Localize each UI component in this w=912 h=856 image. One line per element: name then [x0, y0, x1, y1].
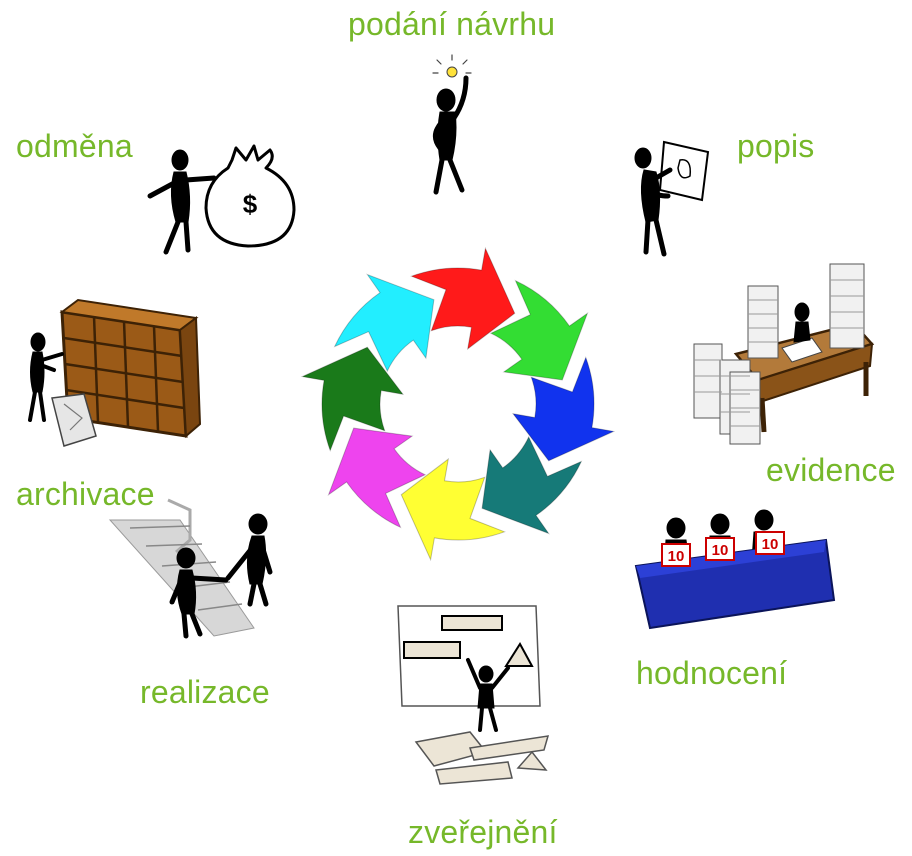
cycle-arrow-magenta [327, 427, 427, 529]
cycle-arrow-yellow [400, 457, 506, 562]
cycle-arrow-dark-green [300, 346, 405, 452]
step-label-realizace: realizace [140, 674, 270, 710]
cycle-arrow-green [489, 279, 589, 381]
presentation-board-icon [397, 605, 550, 785]
score-card-text: 10 [762, 536, 779, 553]
step-label-podani-navrhu: podání návrhu [348, 6, 556, 42]
score-card-text: 10 [712, 542, 729, 559]
paper-stacks-desk-icon [693, 263, 875, 445]
money-symbol: $ [243, 189, 258, 219]
cycle-arrow-blue [511, 356, 616, 462]
step-label-archivace: archivace [16, 476, 155, 512]
document-figure-icon [634, 140, 710, 257]
step-label-popis: popis [737, 128, 815, 164]
cycle-arrows [300, 246, 616, 562]
cycle-arrow-red [410, 246, 516, 351]
step-label-evidence: evidence [766, 452, 896, 488]
cycle-arrow-teal [481, 435, 583, 535]
jury-table-icon [634, 509, 836, 630]
cycle-arrow-cyan [333, 273, 435, 373]
step-label-hodnoceni: hodnocení [636, 655, 788, 691]
handshake-road-icon [108, 498, 273, 639]
archive-shelf-icon [28, 298, 202, 447]
score-card-text: 10 [668, 548, 685, 565]
step-label-zverejneni: zveřejnění [408, 814, 558, 850]
paper-stack [693, 263, 865, 445]
money-bag-icon: $ [147, 144, 296, 255]
step-label-odmena: odměna [16, 128, 133, 164]
score-card [661, 531, 785, 567]
idea-figure-icon [432, 54, 472, 195]
